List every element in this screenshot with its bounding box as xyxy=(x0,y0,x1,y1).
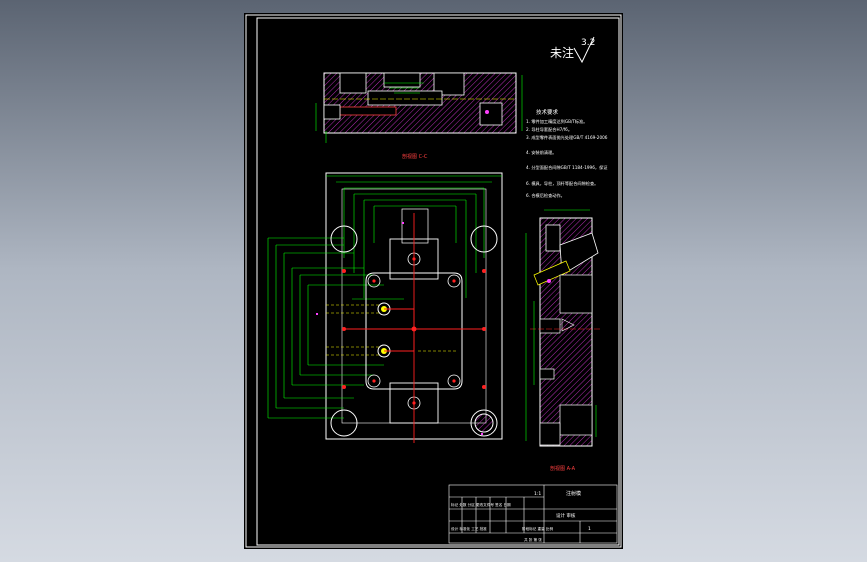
top-section-view xyxy=(315,72,523,143)
title-dept-row: 标记 处数 分区 更改文件号 签名 日期 xyxy=(451,502,511,507)
inner-frame xyxy=(256,17,620,546)
title-block xyxy=(448,484,618,544)
note-line: 6. 模具，导柱，顶杆等配合间隙检查。 xyxy=(526,180,598,187)
roughness-value: 3.2 xyxy=(581,38,595,48)
note-line: 2. 导柱导套配合H7/f6。 xyxy=(526,126,572,133)
technical-notes: 技术要求 1. 零件加工精度达到GB/T标准。 2. 导柱导套配合H7/f6。 … xyxy=(526,108,608,199)
drawing-sheet: 未注 3.2 剖视图 C-C 技术要求 1. 零件加工精度达到GB/T标准。 2… xyxy=(244,13,623,549)
section-label-right: 剖视图 A-A xyxy=(550,465,576,472)
section-label-top: 剖视图 C-C xyxy=(402,153,428,160)
outer-frame xyxy=(245,14,622,548)
note-line: 3. 成型零件表面抛光处理GB/T 4169-2006 xyxy=(526,134,608,141)
main-plan-view xyxy=(267,172,503,443)
title-qty-row: 阶段标记 重量 比例 xyxy=(522,526,553,531)
roughness-label: 未注 xyxy=(550,45,574,60)
title-designer: 设计 审核 xyxy=(556,512,576,519)
title-sheet: 1 xyxy=(588,526,591,532)
note-line: 4. 分型面配合间隙GB/T 1184-1996，保证 xyxy=(526,164,608,171)
title-ref-row: 设计 标准化 工艺 批准 xyxy=(451,526,487,531)
notes-title: 技术要求 xyxy=(536,108,559,116)
right-section-view xyxy=(525,209,602,447)
roughness-symbol: 未注 3.2 xyxy=(550,36,595,64)
title-name: 注射模 xyxy=(566,490,581,497)
note-line: 1. 零件加工精度达到GB/T标准。 xyxy=(526,118,587,125)
note-line: 4. 安装前清理。 xyxy=(526,149,556,156)
title-scale: 1:1 xyxy=(534,491,541,497)
title-page-row: 共 张 第 张 xyxy=(524,537,542,542)
note-line: 6. 合模后检查动作。 xyxy=(526,192,565,199)
cad-drawing: 未注 3.2 剖视图 C-C 技术要求 1. 零件加工精度达到GB/T标准。 2… xyxy=(245,14,622,548)
